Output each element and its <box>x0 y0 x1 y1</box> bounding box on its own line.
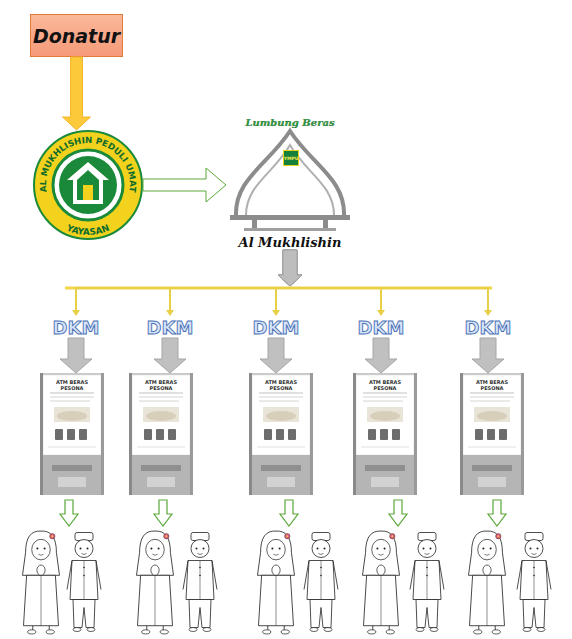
flow-arrow <box>63 57 91 130</box>
flow-arrow <box>272 250 302 316</box>
donor-box: Donatur <box>30 14 123 57</box>
flow-arrow <box>143 168 226 202</box>
flow-arrow <box>166 250 302 316</box>
node-label: DKM <box>253 317 300 338</box>
node-label: Donatur <box>33 25 120 47</box>
dkm-label-node: DKM <box>458 316 518 338</box>
node-label: DKM <box>465 317 512 338</box>
rice-barn-node: Lumbung BerasYMPU Al Mukhlishin <box>226 117 354 250</box>
machine-title: ATM BERAS PESONA <box>466 379 518 391</box>
flow-arrow <box>260 338 292 373</box>
rice-atm-machine <box>249 373 313 495</box>
machine-title: ATM BERAS PESONA <box>135 379 187 391</box>
flow-arrow <box>472 338 504 373</box>
svg-text:AL MUKHLISHIN PEDULI UMAT: AL MUKHLISHIN PEDULI UMAT <box>38 135 138 193</box>
machine-title: ATM BERAS PESONA <box>255 379 307 391</box>
dkm-label-node: DKM <box>351 316 411 338</box>
yellow-band <box>65 288 492 289</box>
rice-atm-node: ATM BERAS PESONA <box>249 373 313 495</box>
foundation-logo: AL MUKHLISHIN PEDULI UMAT YAYASAN <box>33 130 143 240</box>
rice-barn-outline <box>226 117 354 250</box>
node-caption: Al Mukhlishin <box>226 235 354 250</box>
rice-atm-node: ATM BERAS PESONA <box>353 373 417 495</box>
rice-atm-machine <box>353 373 417 495</box>
machine-title: ATM BERAS PESONA <box>359 379 411 391</box>
dkm-label-node: DKM <box>140 316 200 338</box>
badge-text: YMPU <box>284 156 299 161</box>
node-label: DKM <box>147 317 194 338</box>
logo-text: YAYASAN <box>64 222 111 237</box>
dkm-label-node: DKM <box>246 316 306 338</box>
rice-atm-machine <box>129 373 193 495</box>
children-figures <box>22 531 551 634</box>
rice-atm-machine <box>40 373 104 495</box>
rice-atm-node: ATM BERAS PESONA <box>460 373 524 495</box>
rice-atm-machine <box>460 373 524 495</box>
flow-arrow <box>278 250 492 316</box>
flow-arrow <box>278 250 385 316</box>
green-arrows <box>60 500 506 526</box>
flow-arrow <box>365 338 397 373</box>
node-heading: Lumbung Beras <box>226 117 354 128</box>
dkm-label-node: DKM <box>46 316 106 338</box>
foundation-logo-circle: AL MUKHLISHIN PEDULI UMAT YAYASAN <box>33 130 143 240</box>
node-label: DKM <box>358 317 405 338</box>
rice-atm-node: ATM BERAS PESONA <box>40 373 104 495</box>
node-label: DKM <box>53 317 100 338</box>
svg-text:YAYASAN: YAYASAN <box>64 222 111 237</box>
flow-arrow <box>72 250 302 316</box>
ympu-badge: YMPU <box>283 150 299 166</box>
logo-text: AL MUKHLISHIN PEDULI UMAT <box>38 135 138 193</box>
machine-title: ATM BERAS PESONA <box>46 379 98 391</box>
rice-atm-node: ATM BERAS PESONA <box>129 373 193 495</box>
flow-arrow <box>60 338 92 373</box>
flow-arrow <box>154 338 186 373</box>
